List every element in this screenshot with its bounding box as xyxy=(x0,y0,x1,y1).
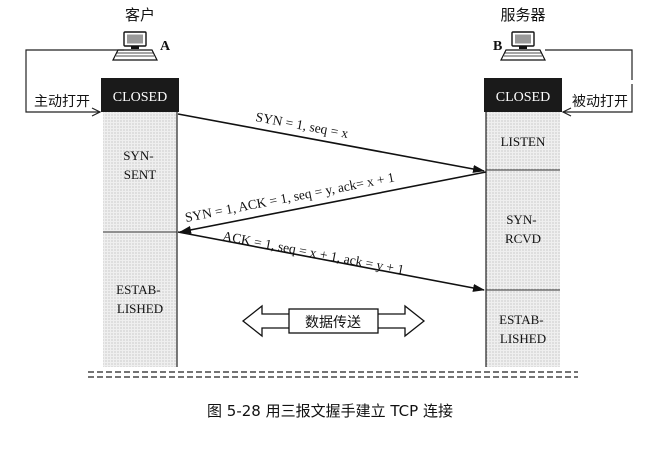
client-timeline xyxy=(103,112,178,367)
server-open-label: 被动打开 xyxy=(572,93,628,110)
message-label-ack: ACK = 1, seq = x + 1, ack = y + 1 xyxy=(221,228,405,277)
left-arrow-icon xyxy=(241,304,291,338)
client-state-established: ESTAB- LISHED xyxy=(116,282,164,316)
server-host-label: B xyxy=(493,39,502,54)
server-closed-label: CLOSED xyxy=(496,90,550,105)
server-state-listen: LISTEN xyxy=(501,134,546,149)
client-state-syn-sent: SYN- SENT xyxy=(123,148,157,182)
computer-icon-server xyxy=(500,31,546,61)
right-arrow-icon xyxy=(376,304,426,338)
data-transfer-box xyxy=(288,308,379,334)
client-title: 客户 xyxy=(125,6,155,24)
client-timeline-bar xyxy=(103,112,177,367)
server-timeline-bar xyxy=(486,112,560,367)
client-open-label: 主动打开 xyxy=(34,93,90,110)
server-passive-open-loop xyxy=(545,49,633,117)
server-state-established: ESTAB- LISHED xyxy=(499,312,547,346)
message-arrow-syn xyxy=(177,113,485,173)
message-arrow-syn-ack xyxy=(179,171,487,234)
client-closed-label: CLOSED xyxy=(113,90,167,105)
data-transfer-label: 数据传送 xyxy=(305,315,361,331)
server-title: 服务器 xyxy=(500,6,545,24)
message-arrow-ack xyxy=(177,231,485,292)
client-closed-state: CLOSED xyxy=(101,78,179,112)
data-transfer-arrow: 数据传送 xyxy=(241,304,426,338)
figure-caption: 图 5-28 用三报文握手建立 TCP 连接 xyxy=(207,402,453,420)
server-closed-state: CLOSED xyxy=(484,78,562,112)
server-state-syn-rcvd: SYN- RCVD xyxy=(505,212,541,246)
message-label-syn-ack: SYN = 1, ACK = 1, seq = y, ack= x + 1 xyxy=(184,170,396,225)
client-host-label: A xyxy=(160,39,171,54)
client-active-open-loop xyxy=(25,49,124,117)
computer-icon-client xyxy=(112,31,158,61)
server-timeline xyxy=(485,112,560,367)
